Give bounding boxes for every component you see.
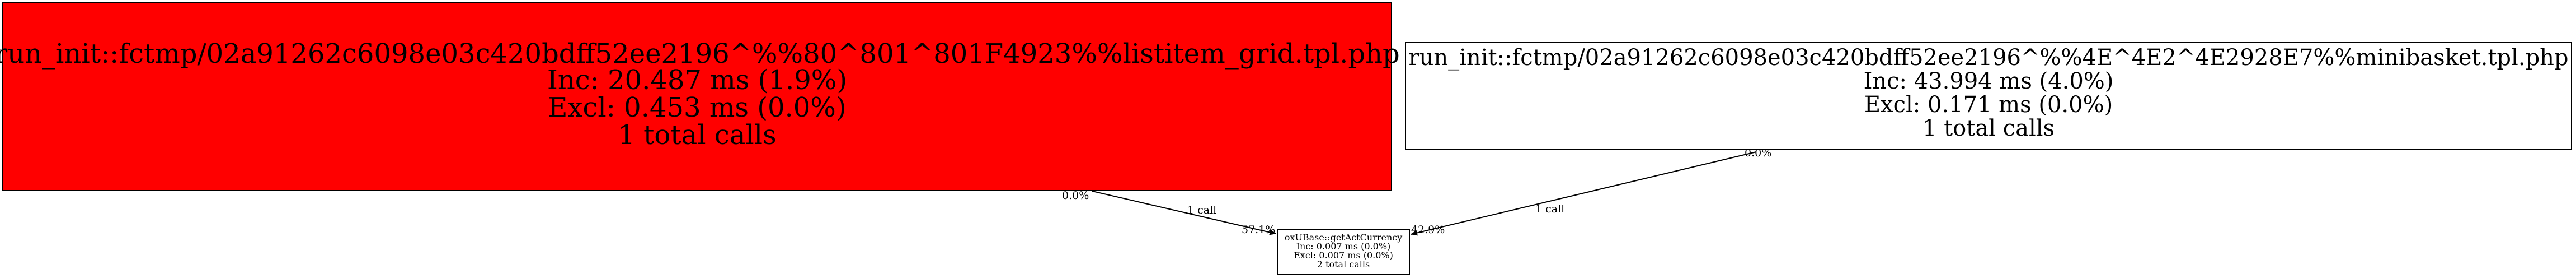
edge-line [1411,151,1757,236]
node-call-count: 2 total calls [1317,259,1370,270]
edge-tail-percent: 0.0% [1062,189,1089,202]
node-function-name: oxUBase::getActCurrency [1285,232,1403,243]
node-get-act-currency[interactable]: oxUBase::getActCurrency Inc: 0.007 ms (0… [1277,229,1410,275]
node-function-name: run_init::fctmp/02a91262c6098e03c420bdff… [0,38,1400,70]
node-call-count: 1 total calls [1922,115,2055,141]
node-inclusive-time: Inc: 20.487 ms (1.9%) [547,64,847,96]
node-listitem-grid[interactable]: run_init::fctmp/02a91262c6098e03c420bdff… [0,2,1400,191]
node-exclusive-time: Excl: 0.007 ms (0.0%) [1294,250,1393,261]
edge-call-label: 1 call [1187,204,1216,216]
edge-line [1092,191,1276,235]
edge-head-percent: 57.1% [1242,224,1275,236]
node-box [1405,42,2572,150]
edge-minibasket-to-currency: 1 call 0.0% 42.9% [1411,147,1771,236]
node-exclusive-time: Excl: 0.453 ms (0.0%) [548,92,846,123]
node-inclusive-time: Inc: 43.994 ms (4.0%) [1864,68,2114,94]
edge-tail-percent: 0.0% [1745,147,1771,159]
node-box [1277,229,1410,275]
node-box [2,2,1392,191]
node-call-count: 1 total calls [618,119,776,151]
node-inclusive-time: Inc: 0.007 ms (0.0%) [1296,241,1391,252]
edge-head-percent: 42.9% [1411,224,1445,236]
node-exclusive-time: Excl: 0.171 ms (0.0%) [1864,92,2113,118]
node-function-name: run_init::fctmp/02a91262c6098e03c420bdff… [1408,45,2568,71]
edge-call-label: 1 call [1535,203,1564,215]
node-minibasket[interactable]: run_init::fctmp/02a91262c6098e03c420bdff… [1405,42,2572,150]
edge-listitem-to-currency: 1 call 0.0% 57.1% [1062,189,1276,236]
